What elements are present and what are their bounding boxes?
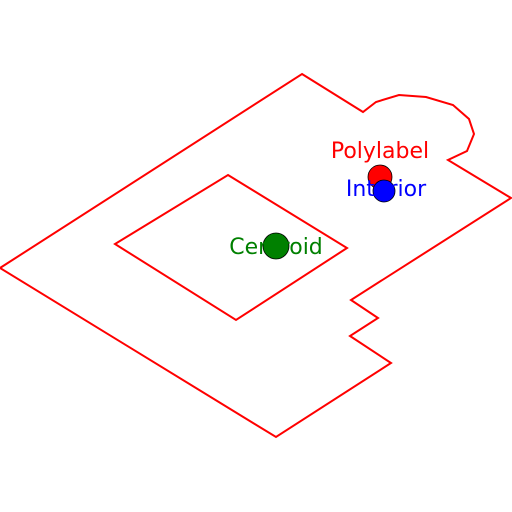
centroid-marker [262, 232, 290, 260]
outer-polygon [0, 72, 512, 439]
polylabel-label: Polylabel [331, 139, 429, 164]
interior-label: Interior [346, 177, 427, 202]
centroid-label: Centroid [229, 235, 323, 260]
interior-marker [372, 179, 396, 203]
inner-hole-polygon [113, 173, 349, 322]
